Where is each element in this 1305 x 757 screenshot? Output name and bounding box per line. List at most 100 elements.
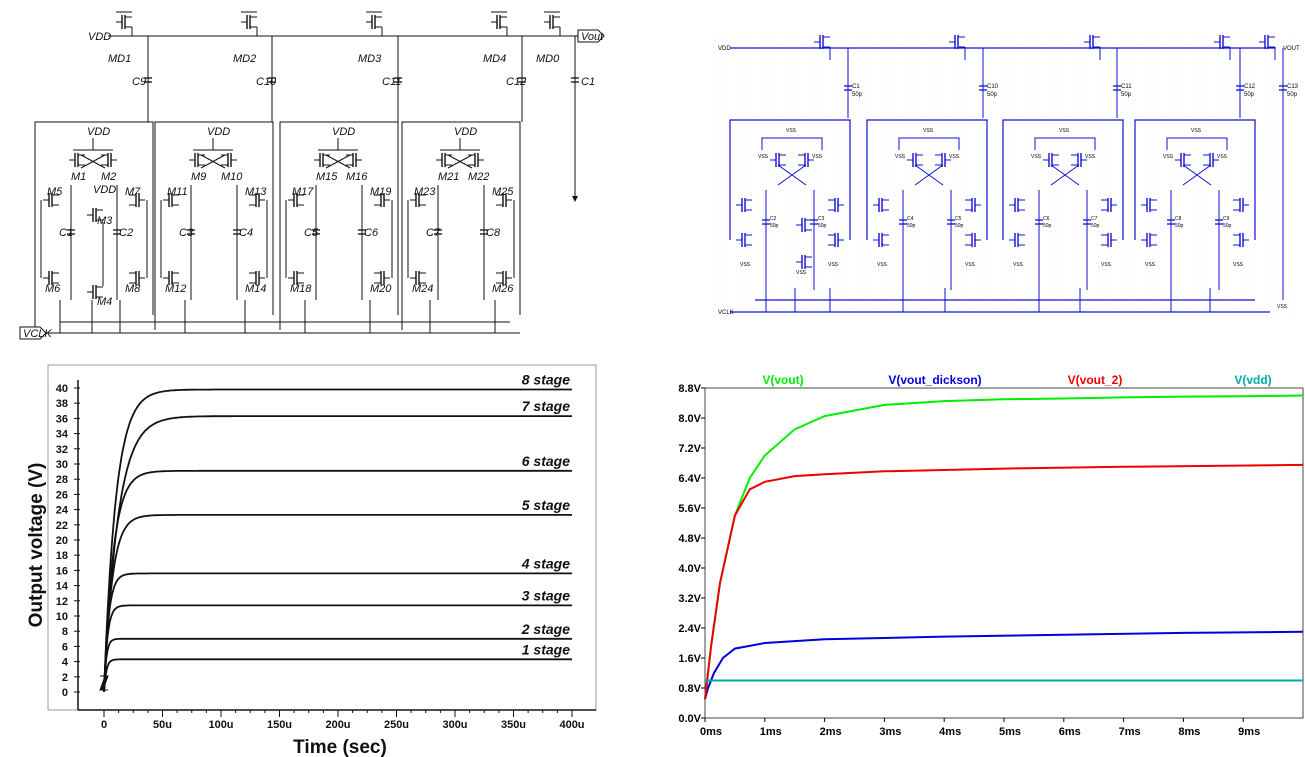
grid-dot <box>1230 111 1232 113</box>
grid-dot <box>726 87 728 89</box>
grid-dot <box>1206 243 1208 245</box>
grid-dot <box>834 315 836 317</box>
grid-dot <box>1038 147 1040 149</box>
grid-dot <box>714 231 716 233</box>
grid-dot <box>1290 87 1292 89</box>
grid-dot <box>1278 255 1280 257</box>
grid-dot <box>1254 63 1256 65</box>
grid-dot <box>930 183 932 185</box>
grid-dot <box>714 219 716 221</box>
series-label: 1 stage <box>522 641 570 657</box>
grid-dot <box>858 243 860 245</box>
grid-dot <box>1266 147 1268 149</box>
mid-transistor <box>796 218 812 232</box>
grid-dot <box>738 315 740 317</box>
grid-dot <box>1134 255 1136 257</box>
grid-dot <box>1182 207 1184 209</box>
y-tick-label: 14 <box>56 581 69 593</box>
grid-dot <box>810 75 812 77</box>
grid-dot <box>978 63 980 65</box>
grid-dot <box>1206 39 1208 41</box>
coupling-capacitor <box>268 77 276 83</box>
grid-dot <box>810 183 812 185</box>
grid-dot <box>942 39 944 41</box>
grid-dot <box>966 51 968 53</box>
grid-dot <box>1062 195 1064 197</box>
grid-dot <box>1194 51 1196 53</box>
grid-dot <box>834 111 836 113</box>
output-diode-label: MD2 <box>233 53 256 65</box>
grid-dot <box>1026 279 1028 281</box>
y-tick-label: 6 <box>62 641 68 653</box>
series-line <box>103 572 572 693</box>
grid-dot <box>726 75 728 77</box>
grid-dot <box>1182 75 1184 77</box>
vclk-label: VCLK <box>23 328 52 340</box>
grid-dot <box>978 279 980 281</box>
grid-dot <box>1074 63 1076 65</box>
grid-dot <box>1014 87 1016 89</box>
grid-dot <box>1158 183 1160 185</box>
cross-coupled-transistor <box>1175 153 1191 167</box>
grid-dot <box>870 255 872 257</box>
bottom-transistor <box>1233 233 1249 247</box>
bottom-transistor <box>828 233 844 247</box>
grid-dot <box>774 147 776 149</box>
grid-dot <box>990 255 992 257</box>
grid-dot <box>1158 63 1160 65</box>
grid-dot <box>1098 267 1100 269</box>
grid-dot <box>942 243 944 245</box>
grid-dot <box>1158 99 1160 101</box>
grid-dot <box>810 63 812 65</box>
grid-dot <box>762 63 764 65</box>
grid-dot <box>750 171 752 173</box>
grid-dot <box>1182 195 1184 197</box>
grid-dot <box>930 231 932 233</box>
grid-dot <box>930 87 932 89</box>
bottom-right-transistor-label: M14 <box>245 283 266 295</box>
grid-dot <box>1230 63 1232 65</box>
grid-dot <box>1194 183 1196 185</box>
grid-dot <box>1122 315 1124 317</box>
y-axis-title: Output voltage (V) <box>26 463 47 628</box>
grid-dot <box>1206 255 1208 257</box>
grid-dot <box>798 171 800 173</box>
grid-dot <box>762 39 764 41</box>
grid-dot <box>918 99 920 101</box>
grid-dot <box>966 195 968 197</box>
grid-dot <box>786 183 788 185</box>
grid-dot <box>942 279 944 281</box>
grid-dot <box>1254 111 1256 113</box>
grid-dot <box>1278 303 1280 305</box>
side-transistor <box>496 193 512 207</box>
grid-dot <box>882 99 884 101</box>
grid-dot <box>894 51 896 53</box>
grid-dot <box>1098 171 1100 173</box>
grid-dot <box>1026 171 1028 173</box>
grid-dot <box>1014 303 1016 305</box>
grid-dot <box>1278 219 1280 221</box>
grid-dot <box>1110 303 1112 305</box>
stage-loop-wire <box>34 121 154 330</box>
cross-coupled-transistor <box>770 153 786 167</box>
legend-entry: V(vout_dickson) <box>888 373 981 387</box>
stage-cap-right-label: C6 <box>364 227 379 239</box>
grid-dot <box>810 99 812 101</box>
grid-dot <box>1014 291 1016 293</box>
grid-dot <box>858 291 860 293</box>
cross-frame <box>761 137 823 150</box>
grid-dot <box>726 231 728 233</box>
grid-dot <box>1110 99 1112 101</box>
grid-dot <box>1266 267 1268 269</box>
grid-dot <box>846 159 848 161</box>
grid-dot <box>918 231 920 233</box>
grid-dot <box>738 147 740 149</box>
grid-dot <box>1098 63 1100 65</box>
y-tick-label: 7.2V <box>678 443 701 455</box>
grid-dot <box>834 171 836 173</box>
grid-dot <box>1194 159 1196 161</box>
x-tick-label: 7ms <box>1119 726 1141 738</box>
stage-cap-right-label: C2 <box>119 227 133 239</box>
grid-dot <box>1062 111 1064 113</box>
side-transistor <box>1101 198 1117 212</box>
